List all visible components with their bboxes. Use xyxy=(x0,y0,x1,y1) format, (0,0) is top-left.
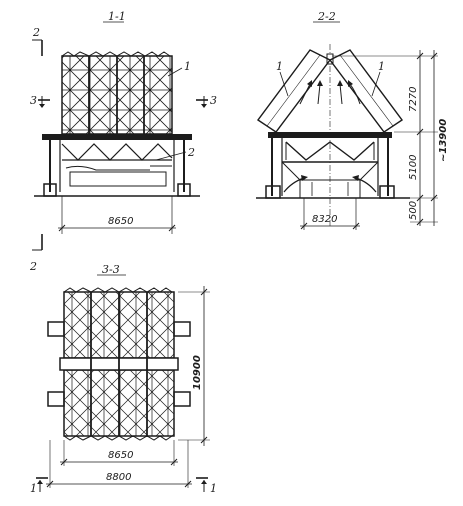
height-10900-label: 10900 xyxy=(192,355,203,390)
cut-marker-2: 2 2 xyxy=(29,26,43,273)
svg-text:2: 2 xyxy=(32,26,40,39)
upper-truss-bank xyxy=(61,51,173,135)
section-1-1-view: 1-1 1 2 xyxy=(34,10,200,234)
width-8800-label: 8800 xyxy=(106,472,131,483)
width-8650-label: 8650 xyxy=(108,216,133,227)
svg-text:3: 3 xyxy=(30,94,37,107)
callout-right-1: 1 xyxy=(378,60,385,73)
lower-frame-2-2 xyxy=(256,132,410,199)
height-dimensions-2-2: 7270 5100 500 ~13900 xyxy=(332,50,449,226)
section-1-1-title: 1-1 xyxy=(108,10,126,23)
width-dimensions-3-3: 8650 8800 xyxy=(46,440,192,488)
callout-left-1: 1 xyxy=(276,60,283,73)
svg-text:1: 1 xyxy=(210,482,217,495)
callout-1-label: 1 xyxy=(184,60,191,73)
cut-marker-1: 1 1 xyxy=(30,477,217,495)
section-3-3-title: 3-3 xyxy=(102,263,120,276)
height-500-label: 500 xyxy=(408,201,419,220)
svg-text:1: 1 xyxy=(30,482,37,495)
width-8320-label: 8320 xyxy=(312,214,337,225)
width-8650-plan-label: 8650 xyxy=(108,450,133,461)
support-frame xyxy=(34,134,200,197)
plan-truss-grid xyxy=(47,287,191,441)
height-total-label: ~13900 xyxy=(438,119,449,162)
cut-marker-3: 3 3 xyxy=(30,94,217,108)
width-dimension-2-2: 8320 xyxy=(300,198,360,230)
inclined-panels xyxy=(256,49,404,133)
section-2-2-view: 2-2 xyxy=(256,10,449,230)
height-7270-label: 7270 xyxy=(408,87,419,112)
width-dimension-1-1: 8650 xyxy=(58,196,176,234)
height-dimension-3-3: 10900 xyxy=(178,286,210,446)
section-2-2-title: 2-2 xyxy=(317,10,336,23)
callout-2-label: 2 xyxy=(187,146,195,159)
section-3-3-view: 3-3 10900 xyxy=(46,263,210,488)
svg-text:3: 3 xyxy=(210,94,217,107)
svg-text:2: 2 xyxy=(29,260,37,273)
height-5100-label: 5100 xyxy=(408,155,419,180)
